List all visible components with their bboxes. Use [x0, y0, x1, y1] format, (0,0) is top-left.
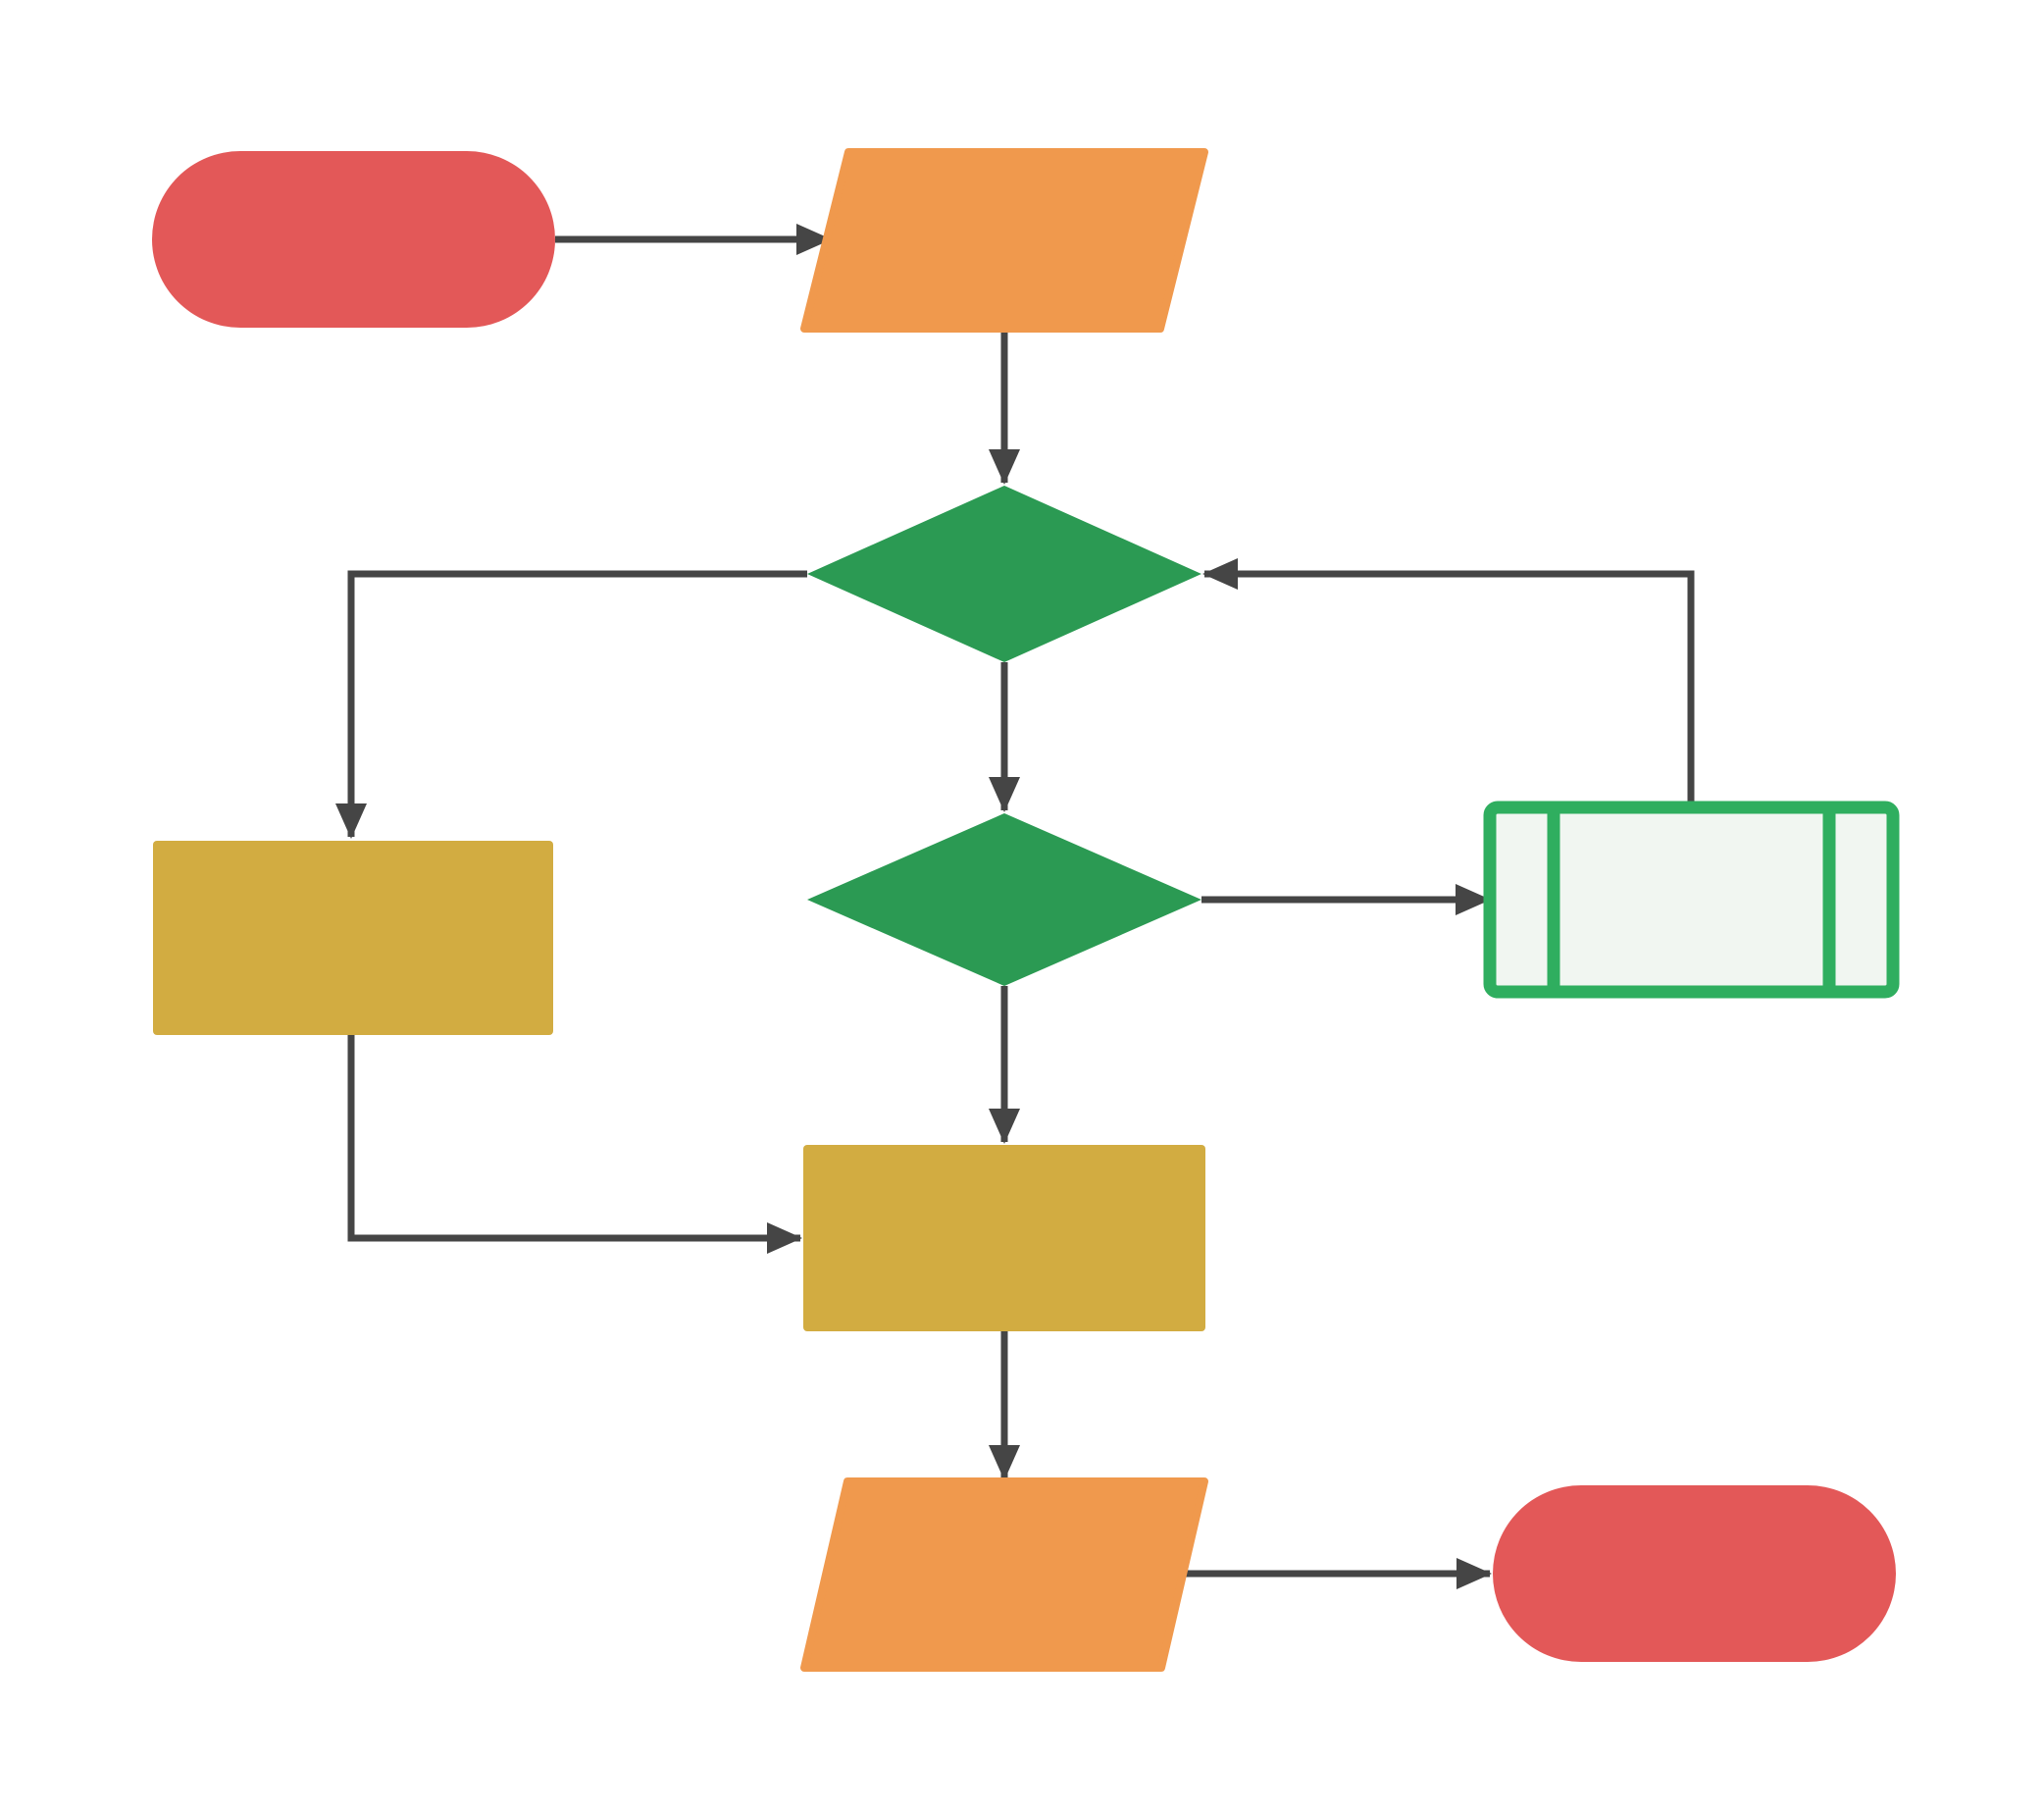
- terminator-start-node: [152, 151, 555, 328]
- decision-diamond-2-node: [807, 813, 1201, 986]
- terminator-end-node: [1493, 1485, 1896, 1662]
- process-rect-center-node: [803, 1145, 1205, 1331]
- connector-process-left-to-process-center: [347, 1035, 802, 1254]
- connector-decision-1-to-process-left: [335, 570, 807, 839]
- decision-diamond-1-node: [807, 486, 1201, 662]
- connector-predefined-to-decision-1: [1202, 558, 1695, 812]
- process-rect-left-node: [153, 841, 553, 1035]
- io-parallelogram-bottom-node: [800, 1477, 1208, 1672]
- io-parallelogram-top-node: [800, 148, 1208, 333]
- predefined-process-node: [1483, 801, 1900, 999]
